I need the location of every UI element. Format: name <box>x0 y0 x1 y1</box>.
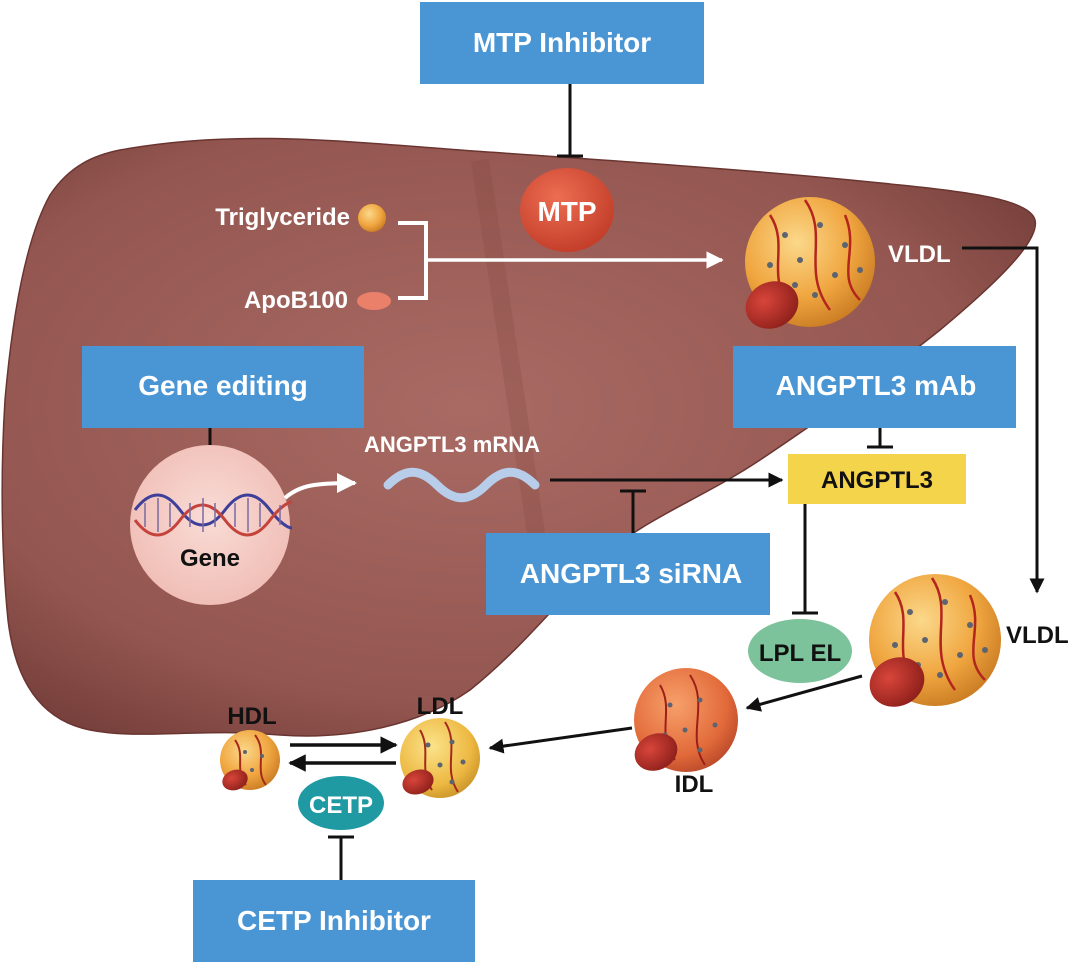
gene-editing-box <box>82 346 364 428</box>
vldl-particle-circulation <box>869 574 1001 707</box>
hdl-label: HDL <box>227 703 276 730</box>
dna-helix-icon <box>133 493 293 537</box>
mtp-inhibitor-label: MTP Inhibitor <box>473 27 651 58</box>
apob100-icon <box>357 292 391 310</box>
cetp-node <box>298 776 384 830</box>
vldl-liver-label: VLDL <box>888 241 951 268</box>
gene-label: Gene <box>180 545 240 572</box>
idl-particle <box>634 668 738 772</box>
mtp-inhibitor-box <box>420 2 704 84</box>
angptl3-node <box>788 454 966 504</box>
mtp-label: MTP <box>537 196 596 227</box>
gene-editing-label: Gene editing <box>138 370 308 401</box>
ldl-particle <box>400 718 480 798</box>
cetp-inhibitor-label: CETP Inhibitor <box>237 905 431 936</box>
angptl3-mrna-label: ANGPTL3 mRNA <box>364 432 540 457</box>
vldl-outside-label: VLDL <box>1006 622 1069 649</box>
mrna-strand-icon <box>383 467 540 503</box>
triglyceride-label: Triglyceride <box>215 204 350 231</box>
angptl3-sirna-label: ANGPTL3 siRNA <box>520 558 742 589</box>
gene-node <box>130 445 290 605</box>
lpl-el-label: LPL EL <box>759 640 841 667</box>
angptl3-label: ANGPTL3 <box>821 467 933 494</box>
hdl-particle <box>220 730 280 791</box>
angptl3-sirna-box <box>486 533 770 615</box>
lpl-el-node <box>748 619 852 683</box>
cetp-label: CETP <box>309 792 373 819</box>
vldl-particle-liver <box>745 197 875 329</box>
angptl3-mab-label: ANGPTL3 mAb <box>776 370 977 401</box>
angptl3-mab-box <box>733 346 1016 428</box>
cetp-inhibitor-box <box>193 880 475 962</box>
mtp-node <box>520 168 614 252</box>
idl-label: IDL <box>675 771 714 798</box>
apob100-label: ApoB100 <box>244 287 348 314</box>
triglyceride-icon <box>358 204 386 232</box>
ldl-label: LDL <box>417 693 464 720</box>
